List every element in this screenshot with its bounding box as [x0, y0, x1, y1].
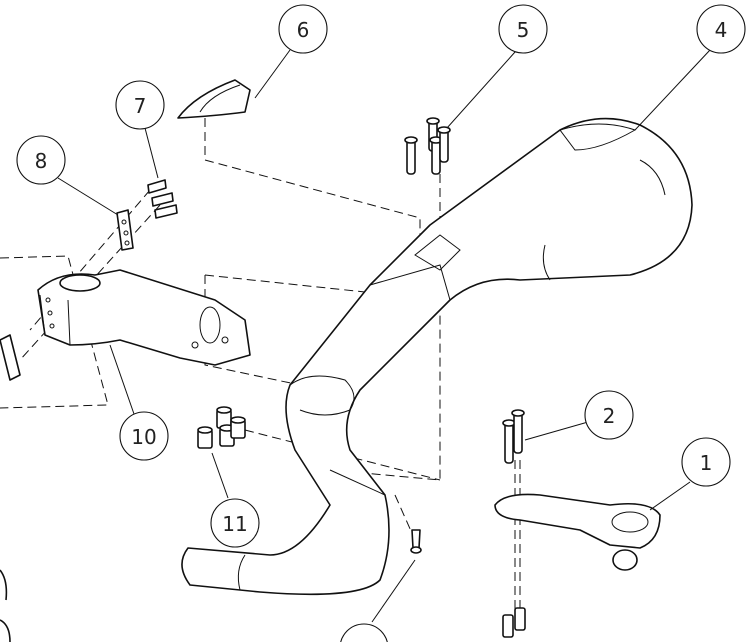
stem-part	[37, 269, 251, 366]
balloon-label: 6	[297, 18, 310, 42]
balloon-label: 10	[131, 425, 156, 449]
balloon-7: 7	[115, 80, 165, 130]
balloon-10: 10	[119, 411, 169, 461]
assembly-lines	[0, 118, 521, 620]
balloon-2: 2	[584, 390, 634, 440]
handlebar-part	[181, 117, 693, 596]
top-cover-part	[177, 79, 251, 119]
balloon-4: 4	[696, 4, 746, 54]
balloon-partial	[340, 623, 388, 642]
balloon-label: 8	[35, 149, 48, 173]
balloon-label: 11	[222, 512, 247, 536]
balloon-1: 1	[681, 437, 731, 487]
balloon-label: 7	[134, 94, 147, 118]
spacers-part	[197, 406, 246, 449]
partial-part-left-2	[0, 619, 11, 642]
computer-mount-part	[410, 409, 661, 638]
balloon-8: 8	[16, 135, 66, 185]
handlebar-bolts-part	[404, 117, 451, 175]
balloon-label: 2	[603, 404, 616, 428]
partial-part-left	[0, 569, 8, 601]
balloon-label: 1	[700, 451, 713, 475]
balloon-5: 5	[498, 4, 548, 54]
leader-lines	[57, 49, 711, 623]
faceplate-bolts-part	[147, 179, 178, 219]
balloon-label: 4	[715, 18, 728, 42]
balloon-label: 5	[517, 18, 530, 42]
balloon-6: 6	[278, 4, 328, 54]
balloon-11: 11	[210, 498, 260, 548]
faceplate-part	[0, 209, 134, 381]
